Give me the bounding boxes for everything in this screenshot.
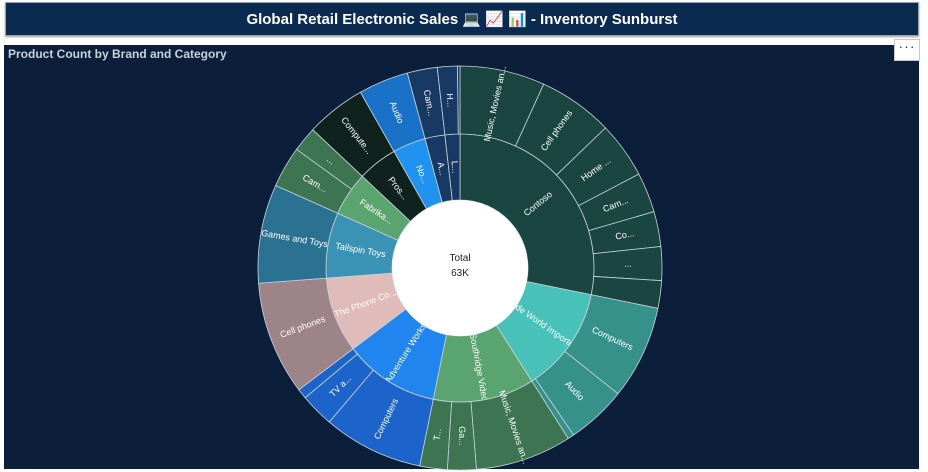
category-segment-a-datum-cam-label: Cam... — [422, 89, 437, 117]
center-total-value: 63K — [451, 268, 469, 279]
category-segment-contoso-co-label: Co... — [614, 228, 635, 241]
category-segment-litware-segment[interactable] — [457, 65, 461, 135]
category-segment-contoso-segment-label: ... — [624, 259, 632, 269]
report-title: Global Retail Electronic Sales 💻 📈 📊 - I… — [246, 11, 678, 28]
visual-title: Product Count by Brand and Category — [8, 47, 227, 61]
more-options-button[interactable]: ··· — [894, 39, 920, 61]
center-total-circle[interactable] — [392, 200, 528, 336]
brand-segment-litware-label: L... — [450, 161, 461, 174]
brand-segment-a-datum-label: A... — [436, 161, 448, 176]
report-title-bar: Global Retail Electronic Sales 💻 📈 📊 - I… — [5, 2, 919, 36]
center-total-label: Total — [449, 253, 470, 264]
category-segment-litware-h-label: H... — [445, 93, 456, 108]
category-segment-southridge-video-ga-label: Ga... — [457, 426, 467, 446]
category-segment-southridge-video-t-label: T... — [432, 428, 443, 441]
